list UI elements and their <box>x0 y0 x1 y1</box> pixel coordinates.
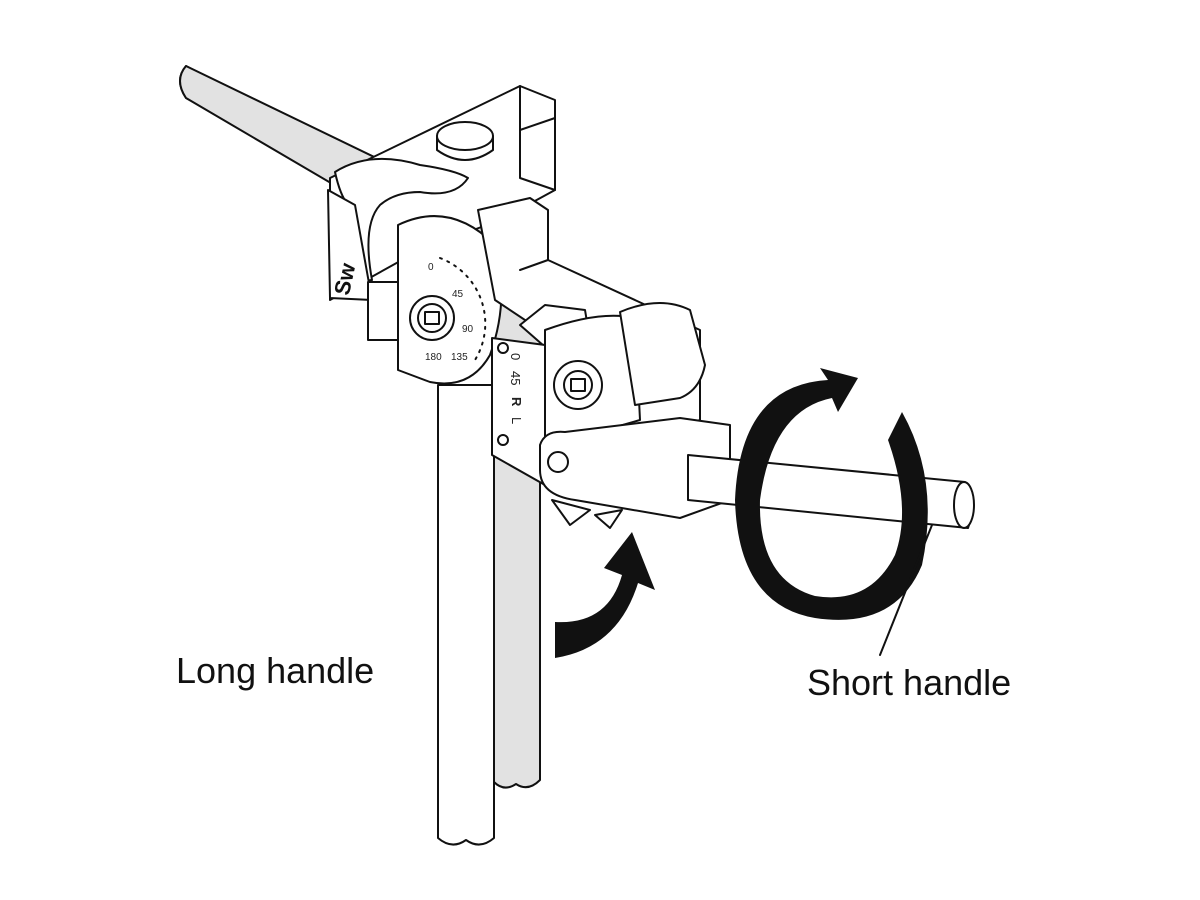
slide-block: 0 45 R L <box>477 197 706 486</box>
body-slot <box>367 281 399 341</box>
slide-scale-R: R <box>509 397 524 407</box>
die-scale-90: 90 <box>462 324 474 335</box>
die-scale-45: 45 <box>452 289 464 300</box>
die-scale-135: 135 <box>451 352 468 363</box>
long-handle-rod <box>437 384 495 846</box>
slide-scale-0: 0 <box>508 353 523 360</box>
die-scale-180: 180 <box>425 352 442 363</box>
short-handle-rod <box>687 454 975 529</box>
top-knob <box>436 121 494 151</box>
short-handle-leader <box>879 524 933 656</box>
slide-scale-L: L <box>509 417 524 424</box>
bending-die: 0 45 90 135 180 <box>397 215 503 385</box>
die-scale-0: 0 <box>428 262 434 273</box>
bender-body: Sw <box>327 85 556 341</box>
curved-arrow-icon <box>555 532 655 658</box>
short-handle-label: Short handle <box>807 662 1011 703</box>
long-handle-label: Long handle <box>176 650 374 691</box>
short-handle-arm <box>539 417 731 529</box>
slide-scale-45: 45 <box>508 371 523 385</box>
